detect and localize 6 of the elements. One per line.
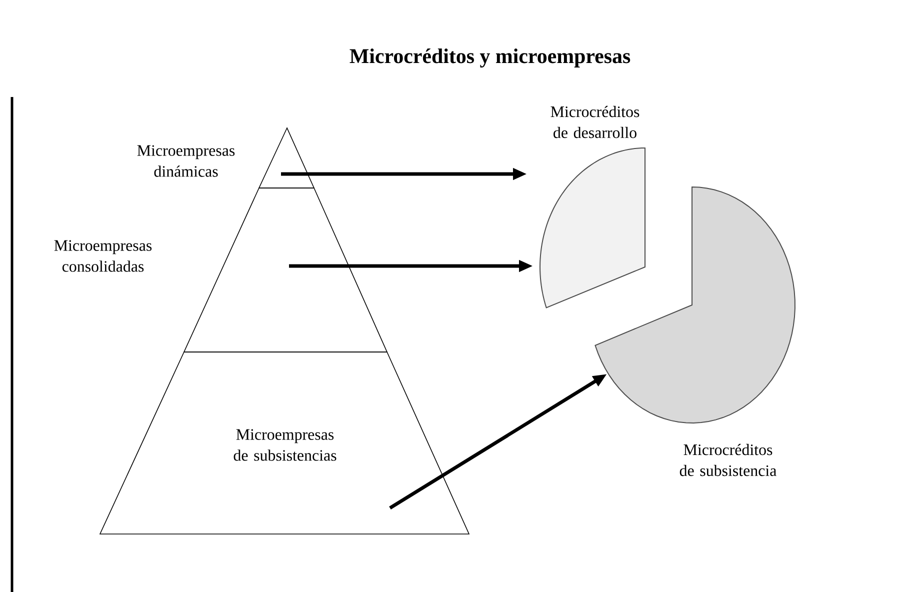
node-label: Microcréditos de desarrollo: [550, 106, 640, 138]
node-label: Microcréditos de subsistencia: [680, 444, 776, 476]
node-label: Microempresas consolidadas: [54, 240, 152, 272]
pyramid-tier: Microempresas consolidadas: [54, 188, 388, 352]
node-label: Microempresas dinámicas: [137, 145, 235, 177]
title: Microcréditos y microempresas: [350, 48, 630, 68]
